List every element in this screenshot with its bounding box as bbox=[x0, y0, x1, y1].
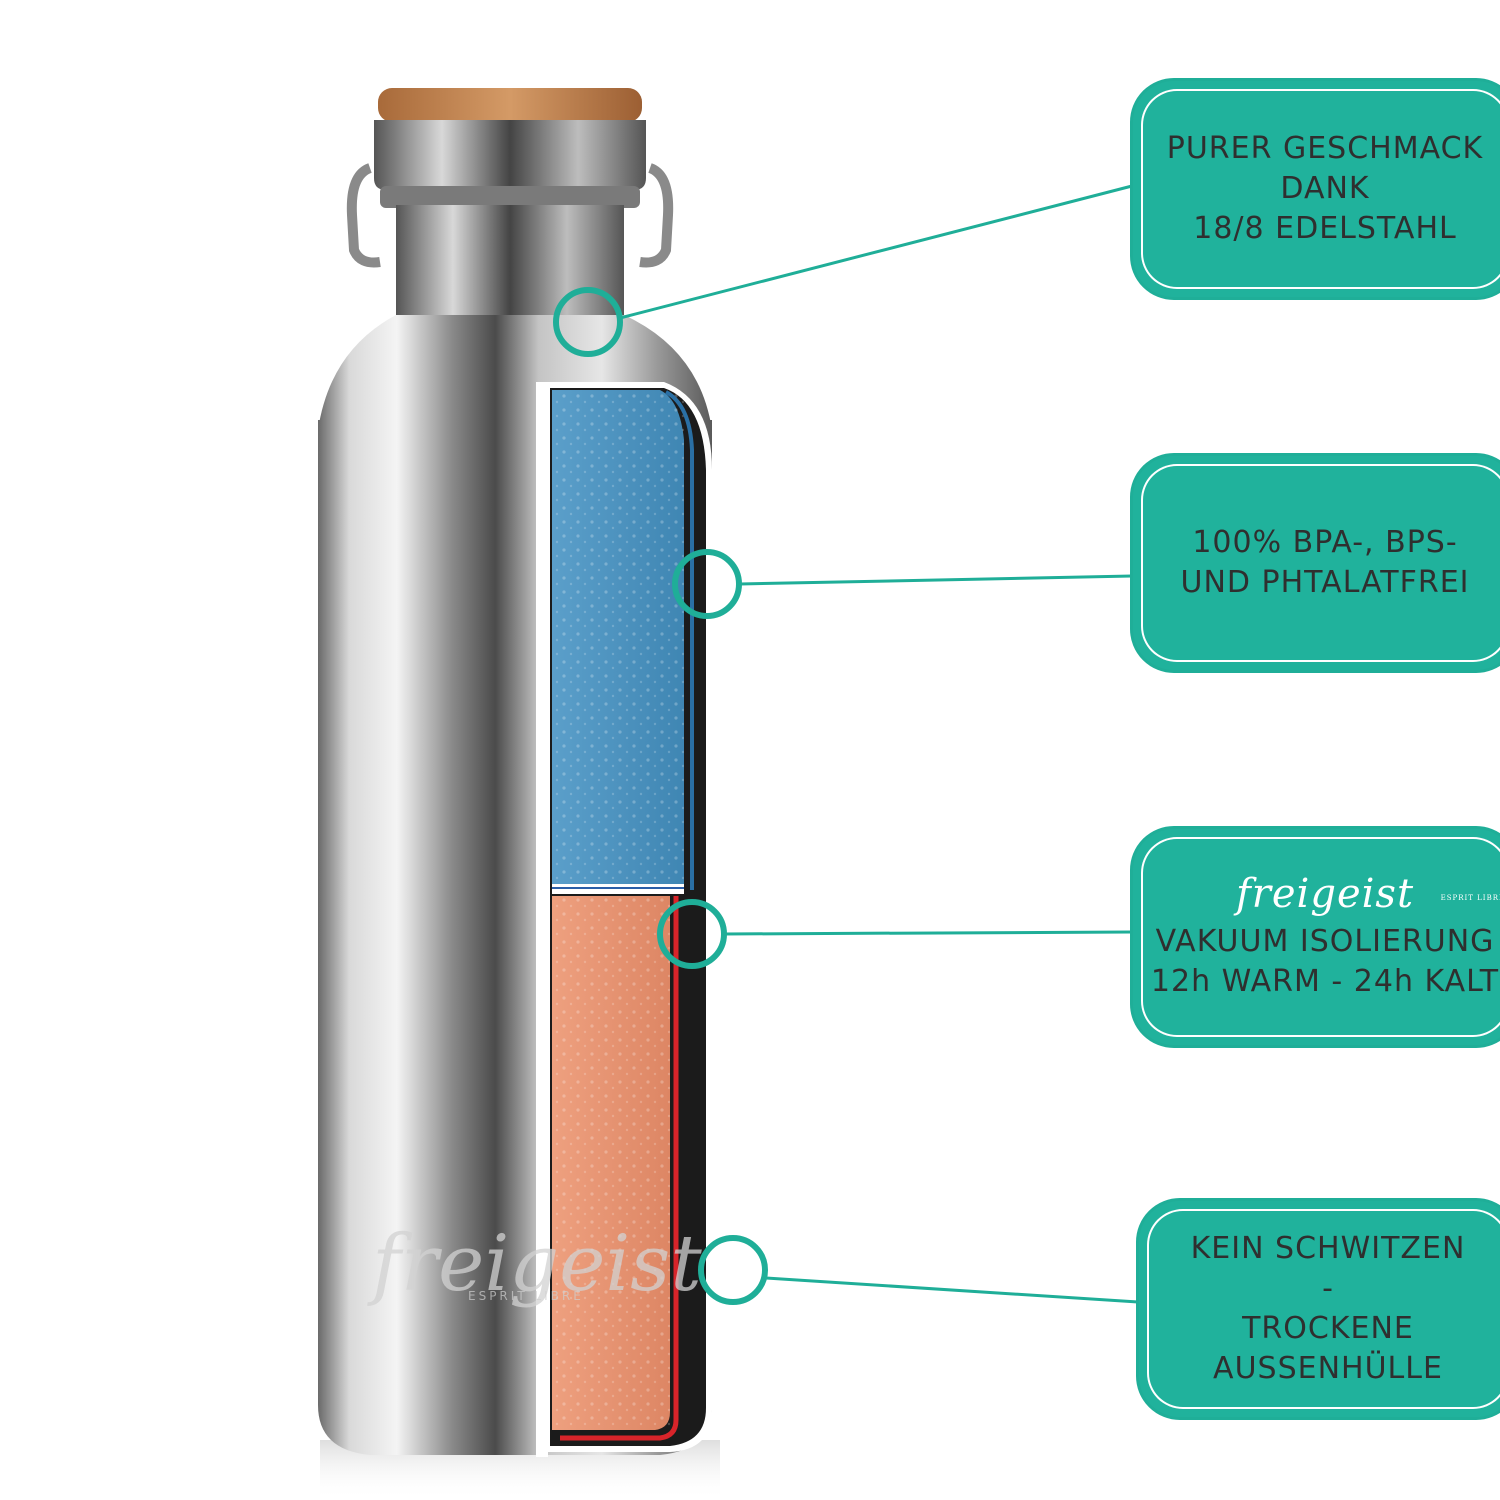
callout-steel-line-3: 18/8 EDELSTAHL bbox=[1193, 211, 1457, 246]
warm-inner-wall bbox=[560, 896, 679, 1441]
bamboo-lid bbox=[378, 88, 642, 122]
callout-bpa-line-1: 100% BPA-, BPS- bbox=[1192, 525, 1458, 560]
bottle-neck bbox=[396, 205, 624, 315]
callout-vacuum-line-1: VAKUUM ISOLIERUNG bbox=[1155, 924, 1495, 959]
connector-line-4 bbox=[765, 1276, 1139, 1304]
callout-sweat-line-3: TROCKENE bbox=[1242, 1311, 1414, 1346]
bottle-logo-subtext: ESPRIT LIBRE bbox=[468, 1289, 584, 1303]
bottle-handle-left bbox=[346, 163, 381, 268]
bottle-handle-right bbox=[639, 163, 674, 268]
callout-sweat-line-4: AUSSENHÜLLE bbox=[1213, 1351, 1443, 1386]
marker-ring-3 bbox=[657, 899, 727, 969]
logo-text: freigeist bbox=[1235, 871, 1415, 917]
cold-inner-wall bbox=[664, 390, 694, 890]
freigeist-logo: freigeist ESPRIT LIBRE bbox=[1151, 871, 1500, 917]
bottle-logo-etching: freigeist bbox=[367, 1219, 702, 1309]
callout-vacuum: freigeist ESPRIT LIBRE VAKUUM ISOLIERUNG… bbox=[1130, 826, 1500, 1048]
cut-edge bbox=[536, 382, 548, 1457]
cap-ring bbox=[380, 186, 640, 208]
callout-sweat-line-2: - bbox=[1322, 1271, 1334, 1306]
cold-droplets bbox=[552, 390, 684, 884]
callout-bpa-line-2: UND PHTALATFREI bbox=[1180, 565, 1470, 600]
connector-line-2 bbox=[739, 574, 1133, 586]
callout-steel-line-2: DANK bbox=[1280, 171, 1370, 206]
callout-steel: PURER GESCHMACK DANK 18/8 EDELSTAHL bbox=[1130, 78, 1500, 300]
marker-ring-2 bbox=[672, 549, 742, 619]
steel-cap bbox=[374, 120, 646, 190]
callout-no-sweat: KEIN SCHWITZEN - TROCKENE AUSSENHÜLLE bbox=[1136, 1198, 1500, 1420]
callout-bpa-free: 100% BPA-, BPS- UND PHTALATFREI bbox=[1130, 453, 1500, 673]
callout-steel-line-1: PURER GESCHMACK bbox=[1166, 131, 1484, 166]
callout-sweat-line-1: KEIN SCHWITZEN bbox=[1190, 1231, 1466, 1266]
connector-line-1 bbox=[619, 184, 1133, 320]
connector-line-3 bbox=[723, 930, 1133, 936]
warm-droplets bbox=[552, 896, 670, 1430]
marker-ring-4 bbox=[698, 1235, 768, 1305]
callout-vacuum-line-2: 12h WARM - 24h KALT bbox=[1150, 964, 1500, 999]
logo-subtext: ESPRIT LIBRE bbox=[1440, 894, 1500, 902]
marker-ring-1 bbox=[553, 287, 623, 357]
